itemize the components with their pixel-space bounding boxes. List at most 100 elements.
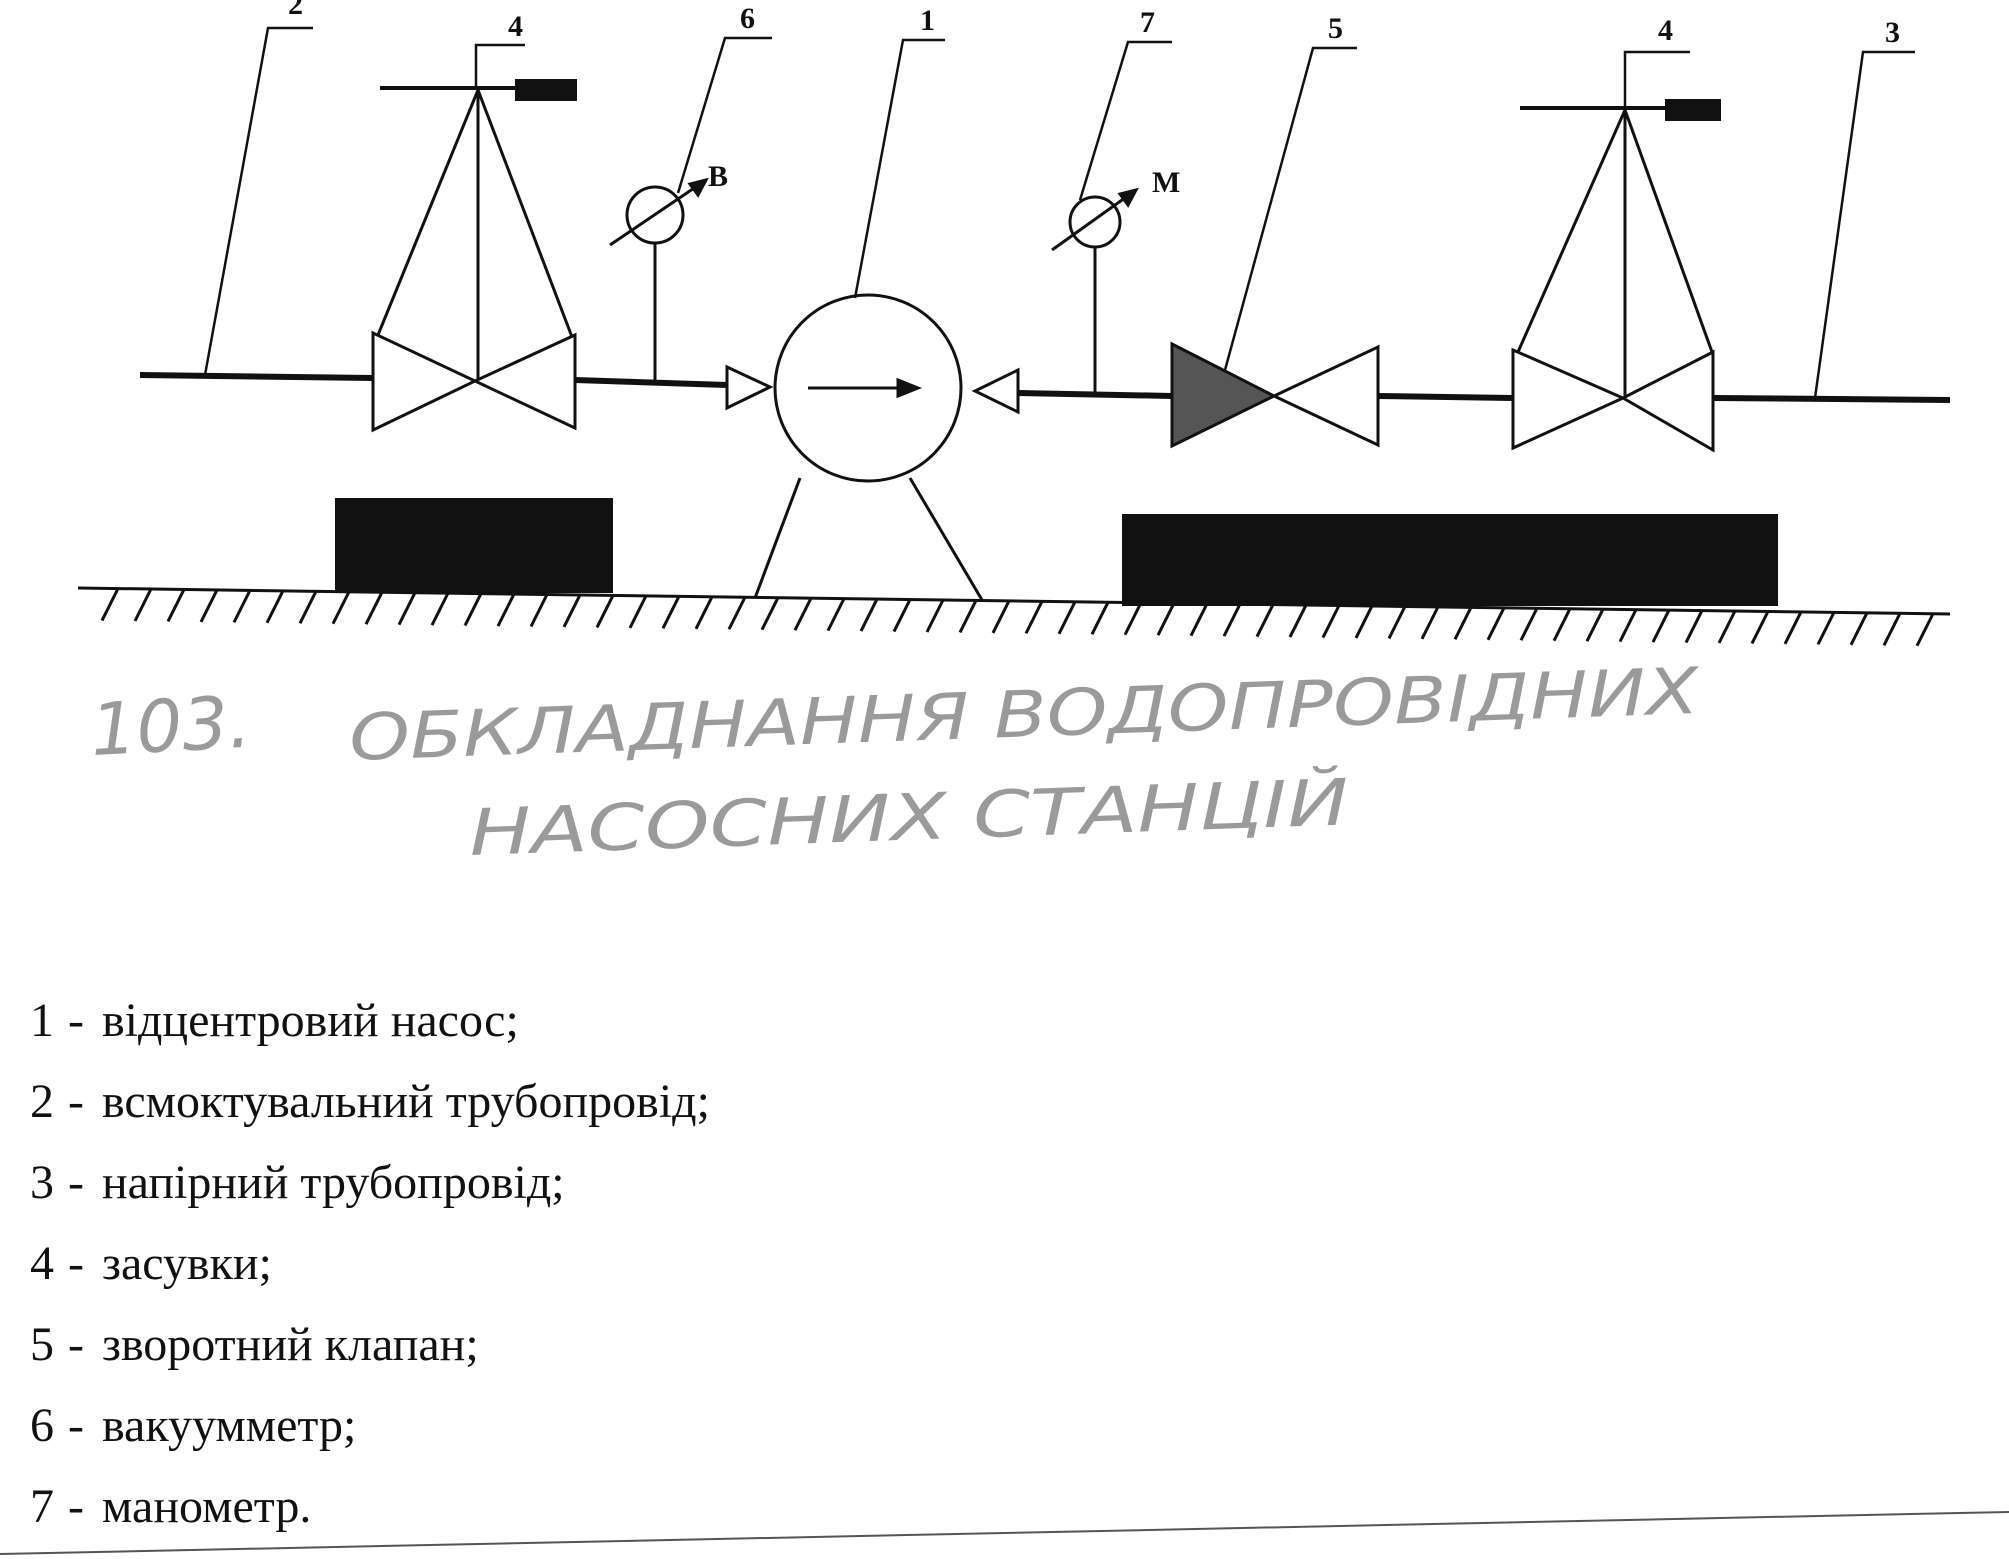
legend-text: напірний трубопровід;: [101, 1156, 565, 1209]
ground-hatch: [1519, 607, 1539, 641]
ground-hatch: [364, 591, 384, 625]
check-valve: [1170, 341, 1380, 449]
pressure-gauge-icon: [1051, 187, 1139, 392]
handwritten-title-line1: ОБКЛАДНАННЯ ВОДОПРОВІДНИХ: [348, 655, 1701, 776]
pressure-gauge-letter: М: [1152, 166, 1180, 199]
ground-hatch: [1420, 606, 1440, 640]
ground-hatch: [100, 587, 120, 622]
ground-hatch: [1024, 600, 1044, 635]
vacuum-gauge-letter: В: [708, 160, 728, 193]
ground-hatch: [1288, 604, 1308, 638]
ground-hatch: [859, 598, 879, 632]
ground-hatch: [958, 599, 978, 634]
callout-7: 7: [1140, 6, 1155, 39]
legend-separator: -: [68, 1237, 84, 1290]
legend-number: 3: [30, 1156, 54, 1209]
ground-hatch: [265, 590, 285, 624]
legend-item: 6-вакуумметр;: [30, 1385, 710, 1466]
ground-hatch: [1717, 610, 1737, 644]
ground-hatch: [1090, 601, 1110, 635]
legend-separator: -: [68, 1156, 84, 1209]
handwritten-number: 103.: [88, 680, 252, 772]
gate-valve-right: [1511, 99, 1721, 453]
legend-item: 3-напірний трубопровід;: [30, 1142, 710, 1223]
callout-6: 6: [740, 2, 755, 35]
legend-text: зворотний клапан;: [101, 1318, 479, 1371]
legend-item: 2-всмоктувальний трубопровід;: [30, 1061, 710, 1142]
legend-number: 1: [30, 994, 54, 1047]
ground-hatch: [1585, 608, 1605, 642]
ground-hatch: [1123, 602, 1143, 636]
ground-hatch: [661, 595, 681, 630]
ground-hatch: [496, 593, 516, 627]
ground-hatch: [1156, 602, 1176, 636]
legend-separator: -: [68, 1075, 84, 1128]
legend-number: 6: [30, 1399, 54, 1452]
ground-hatch: [1321, 604, 1341, 639]
legend-list: 1-відцентровий насос;2-всмоктувальний тр…: [30, 980, 710, 1547]
legend-text: відцентровий насос;: [101, 994, 519, 1047]
callout-4-right: 4: [1658, 14, 1673, 47]
ground-hatch: [463, 592, 483, 627]
ground-hatch: [1816, 611, 1836, 646]
legend-number: 2: [30, 1075, 54, 1128]
ground-hatch: [1552, 608, 1572, 642]
foundation-block-right: [1122, 514, 1778, 606]
legend-separator: -: [68, 1318, 84, 1371]
page-edge: [0, 1511, 2009, 1555]
ground-hatch: [199, 589, 219, 623]
ground-hatch: [1189, 603, 1209, 637]
ground-hatch: [760, 597, 780, 631]
suction-pipe: [139, 372, 374, 381]
foundation-block-left: [335, 498, 613, 593]
legend-number: 5: [30, 1318, 54, 1371]
ground-hatch: [397, 592, 417, 626]
ground-hatch: [562, 594, 582, 628]
legend-separator: -: [68, 1480, 84, 1533]
callout-3: 3: [1885, 16, 1900, 49]
ground-hatch: [133, 588, 153, 622]
ground-hatch: [991, 600, 1011, 634]
handwritten-title-line2: НАСОСНИХ СТАНЦІЙ: [468, 764, 1350, 871]
ground-hatch: [1882, 612, 1902, 646]
legend-number: 7: [30, 1480, 54, 1533]
ground-hatch: [925, 599, 945, 633]
ground-hatch: [232, 589, 252, 624]
legend-number: 4: [30, 1237, 54, 1290]
ground-hatch: [1783, 611, 1803, 645]
leader-lines: [203, 26, 1915, 399]
discharge-pipe: [1712, 395, 1951, 403]
ground-hatch: [1750, 610, 1770, 645]
legend-separator: -: [68, 994, 84, 1047]
ground-hatch: [1255, 603, 1275, 638]
ground-hatch: [694, 596, 714, 630]
ground-hatch: [1684, 609, 1704, 644]
ground-hatch: [1651, 609, 1671, 643]
ground-hatch: [793, 597, 813, 631]
ground-hatch: [298, 590, 318, 624]
ground-hatch: [1354, 605, 1374, 639]
ground-hatch: [1849, 612, 1869, 646]
ground-line: [77, 586, 1951, 647]
ground-hatch: [1618, 608, 1638, 643]
callout-5: 5: [1328, 12, 1343, 45]
callout-1: 1: [920, 4, 935, 37]
ground-hatch: [595, 594, 615, 629]
legend-item: 1-відцентровий насос;: [30, 980, 710, 1061]
gate-valve-left: [371, 79, 577, 433]
vacuum-gauge-icon: [609, 177, 709, 382]
ground-hatch: [1057, 601, 1077, 635]
ground-hatch: [1486, 607, 1506, 641]
ground-hatch: [331, 591, 351, 625]
legend-text: манометр.: [101, 1480, 312, 1533]
ground-hatch: [1915, 613, 1935, 647]
callout-4-left: 4: [508, 10, 523, 43]
legend-text: засувки;: [101, 1237, 272, 1290]
centrifugal-pump: [725, 293, 1020, 601]
ground-hatch: [826, 597, 846, 632]
legend-separator: -: [68, 1399, 84, 1452]
ground-hatch: [430, 592, 450, 626]
callout-2: 2: [288, 0, 303, 21]
ground-hatch: [1222, 603, 1242, 637]
